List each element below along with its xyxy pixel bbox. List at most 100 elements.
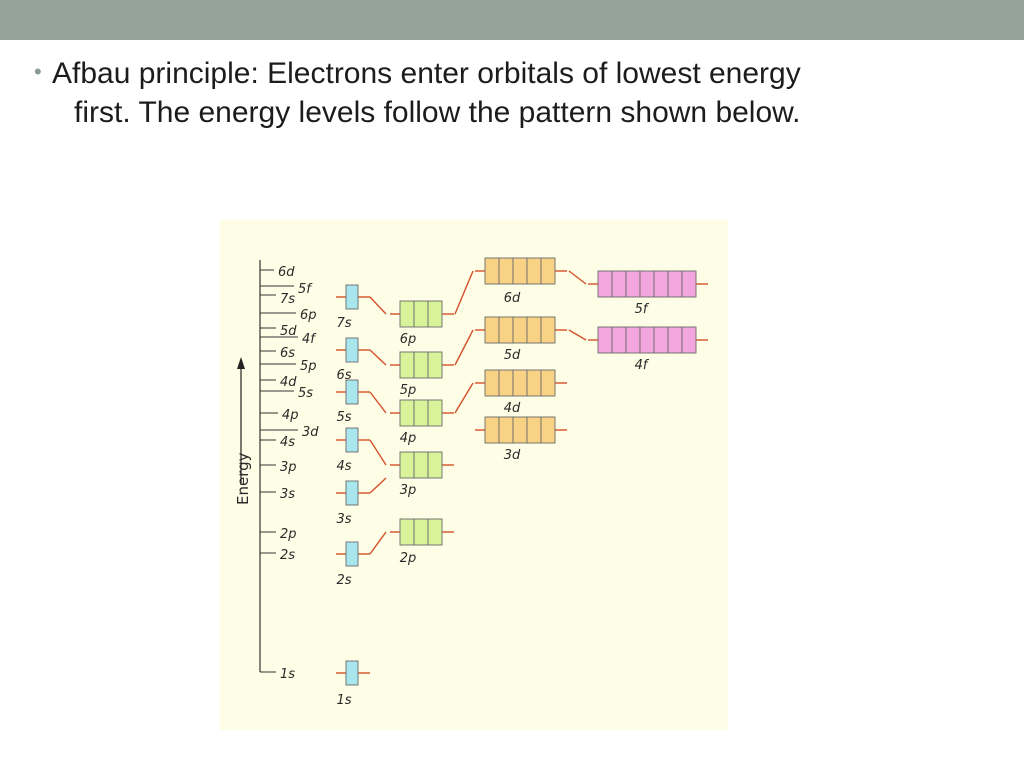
scale-label-3s: 3s <box>280 487 295 502</box>
scale-label-3d: 3d <box>302 425 319 440</box>
orbital-box <box>345 427 359 453</box>
bullet-text: • Afbau principle: Electrons enter orbit… <box>34 54 992 132</box>
orbital-box <box>345 541 359 567</box>
orbital-4s: 4s <box>336 427 370 474</box>
scale-label-5s: 5s <box>298 386 313 401</box>
orbital-box <box>526 369 542 397</box>
orbital-label-5p: 5p <box>400 383 417 398</box>
connector-lines <box>369 270 587 555</box>
orbital-label-5d: 5d <box>504 348 521 363</box>
orbital-box <box>681 326 697 354</box>
orbital-label-4p: 4p <box>400 431 417 446</box>
orbital-box <box>667 270 683 298</box>
orbital-box <box>484 257 500 285</box>
orbital-box <box>345 660 359 686</box>
orbital-box <box>639 326 655 354</box>
orbital-box <box>427 399 443 427</box>
connector-line <box>369 439 387 466</box>
top-bar <box>0 0 1024 40</box>
orbital-box <box>667 326 683 354</box>
bullet-line-1: Afbau principle: Electrons enter orbital… <box>52 57 801 90</box>
connector-line <box>568 329 587 341</box>
scale-label-7s: 7s <box>280 292 295 307</box>
orbital-box <box>639 270 655 298</box>
orbital-label-5s: 5s <box>336 410 351 425</box>
connector-line <box>369 531 387 555</box>
orbital-label-3d: 3d <box>504 448 521 463</box>
scale-label-2s: 2s <box>280 548 295 563</box>
energy-arrow-head <box>237 357 245 369</box>
scale-label-5p: 5p <box>300 359 317 374</box>
orbital-box <box>484 316 500 344</box>
orbital-7s: 7s <box>336 284 370 331</box>
orbital-box <box>498 257 514 285</box>
orbital-box <box>413 518 429 546</box>
orbital-box <box>427 518 443 546</box>
orbital-box <box>526 416 542 444</box>
orbital-4d: 4d <box>475 369 567 416</box>
bullet-dot: • <box>34 59 42 84</box>
orbital-box <box>512 257 528 285</box>
orbital-box <box>413 451 429 479</box>
connector-line <box>454 382 474 414</box>
orbital-box <box>512 369 528 397</box>
scale-label-4p: 4p <box>282 408 299 423</box>
orbital-box <box>512 416 528 444</box>
orbital-box <box>399 399 415 427</box>
orbital-box <box>413 300 429 328</box>
connector-line <box>454 270 474 315</box>
orbital-box <box>345 337 359 363</box>
orbital-label-6p: 6p <box>400 332 417 347</box>
orbital-label-2s: 2s <box>336 573 351 588</box>
orbital-box <box>512 316 528 344</box>
orbital-5p: 5p <box>390 351 454 398</box>
bullet-line-2: first. The energy levels follow the patt… <box>74 96 801 129</box>
scale-label-1s: 1s <box>280 667 295 682</box>
orbital-label-4s: 4s <box>336 459 351 474</box>
orbital-label-3s: 3s <box>336 512 351 527</box>
orbital-box <box>484 369 500 397</box>
orbital-box <box>345 480 359 506</box>
orbital-box <box>597 270 613 298</box>
scale-label-6s: 6s <box>280 346 295 361</box>
orbital-3d: 3d <box>475 416 567 463</box>
orbital-5f: 5f <box>588 270 708 317</box>
scale-label-5f: 5f <box>298 282 313 297</box>
orbital-box <box>399 518 415 546</box>
scale-label-3p: 3p <box>280 460 297 475</box>
orbital-box <box>526 316 542 344</box>
orbital-label-7s: 7s <box>336 316 351 331</box>
orbital-2s: 2s <box>336 541 370 588</box>
scale-label-6p: 6p <box>300 308 317 323</box>
orbital-box <box>498 369 514 397</box>
orbital-box <box>540 416 556 444</box>
orbital-box <box>484 416 500 444</box>
orbital-5s: 5s <box>336 379 370 425</box>
scale-label-4d: 4d <box>280 375 297 390</box>
connector-line <box>369 477 387 494</box>
orbital-6d: 6d <box>475 257 567 306</box>
orbital-3p: 3p <box>390 451 454 498</box>
orbital-box <box>427 451 443 479</box>
connector-line <box>454 329 474 366</box>
orbital-label-3p: 3p <box>400 483 417 498</box>
orbital-label-6d: 6d <box>504 291 521 306</box>
scale-label-4s: 4s <box>280 435 295 450</box>
energy-axis-label: Energy <box>234 452 252 505</box>
scale-label-2p: 2p <box>280 527 297 542</box>
orbital-box <box>399 451 415 479</box>
orbital-box <box>399 300 415 328</box>
orbital-box <box>399 351 415 379</box>
orbital-label-4f: 4f <box>635 358 650 373</box>
orbital-box <box>526 257 542 285</box>
orbital-label-5f: 5f <box>635 302 650 317</box>
orbital-box <box>653 270 669 298</box>
scale-label-4f: 4f <box>302 332 317 347</box>
orbital-box <box>345 284 359 310</box>
orbital-6p: 6p <box>390 300 454 347</box>
orbital-label-2p: 2p <box>400 551 417 566</box>
orbital-4f: 4f <box>588 326 708 373</box>
